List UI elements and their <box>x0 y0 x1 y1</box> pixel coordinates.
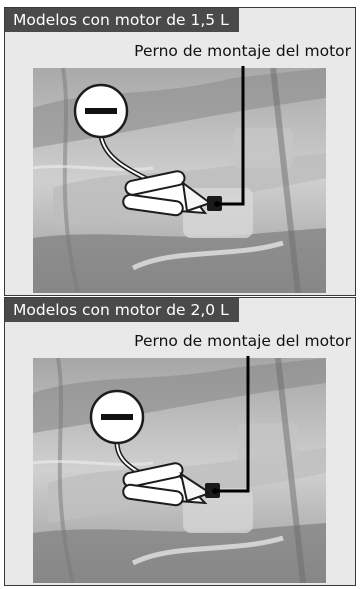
engine-panel-2-0l: Modelos con motor de 2,0 L Perno de mont… <box>4 297 356 586</box>
engine-bay-photo <box>33 358 326 583</box>
engine-panel-1-5l: Modelos con motor de 1,5 L Perno de mont… <box>4 7 356 296</box>
engine-mount-bolt-callout: Perno de montaje del motor <box>134 332 351 350</box>
engine-bay-photo <box>33 68 326 293</box>
model-label: Modelos con motor de 2,0 L <box>5 298 239 322</box>
engine-mount-bolt-callout: Perno de montaje del motor <box>134 42 351 60</box>
model-label: Modelos con motor de 1,5 L <box>5 8 239 32</box>
